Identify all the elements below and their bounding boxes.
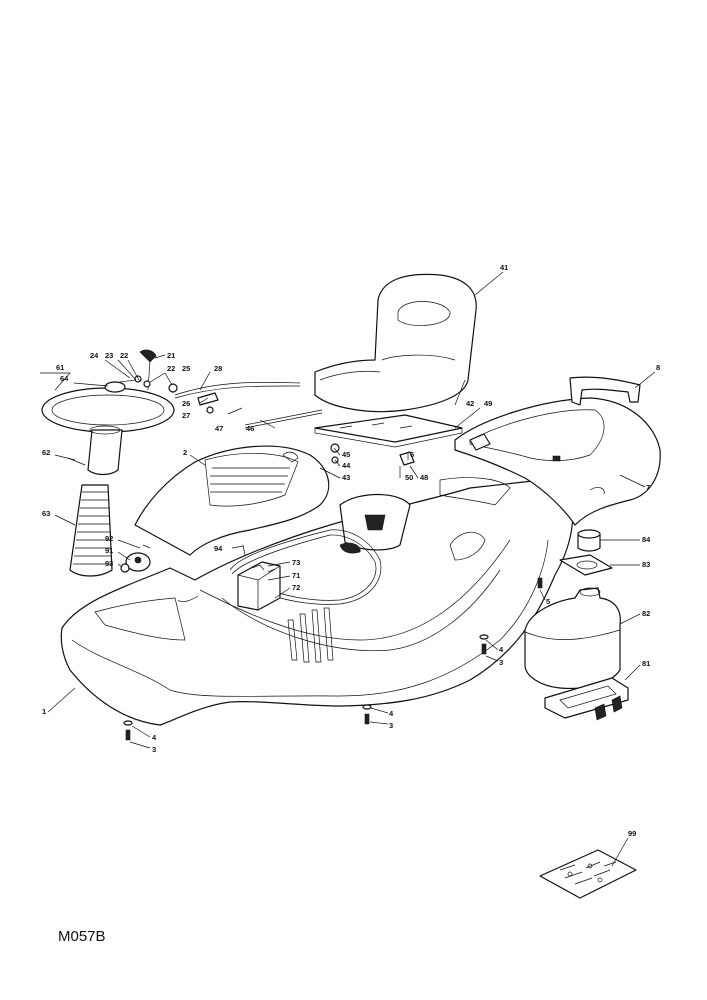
part-label: 26 [182, 399, 190, 408]
part-label: 42 [466, 399, 474, 408]
part-label: 73 [292, 558, 300, 567]
part-label: 48 [420, 473, 428, 482]
part-label: 23 [105, 351, 113, 360]
part-label: 50 [405, 473, 413, 482]
part-label: 44 [342, 461, 351, 470]
part-label: 41 [500, 263, 508, 272]
part-label: 82 [642, 609, 650, 618]
part-number-labels: 41 8 61 64 24 23 22 21 22 25 28 26 27 47… [42, 263, 660, 838]
part-label: 21 [167, 351, 175, 360]
seat-part [314, 273, 477, 413]
part-label: 93 [105, 559, 113, 568]
ignition-switch-part [120, 544, 246, 573]
part-label: 3 [152, 745, 156, 754]
part-label: 61 [56, 363, 64, 372]
part-label: 84 [642, 535, 651, 544]
part-label: 1 [42, 707, 46, 716]
part-label: 7 [646, 483, 650, 492]
part-label: 81 [642, 659, 650, 668]
part-label: 49 [484, 399, 492, 408]
part-label: 5 [546, 597, 550, 606]
part-label: 62 [42, 448, 50, 457]
part-label: 43 [342, 473, 350, 482]
part-label: 83 [642, 560, 650, 569]
fuel-tank-part [524, 587, 621, 690]
tank-bracket-part [544, 677, 629, 721]
part-label: 71 [292, 571, 300, 580]
fastener-parts [123, 577, 543, 741]
part-label: 46 [246, 424, 254, 433]
hardware-kit-bag-part [539, 849, 637, 899]
part-label: 4 [499, 645, 504, 654]
part-label: 8 [656, 363, 660, 372]
part-label: 91 [105, 546, 113, 555]
leader-lines [40, 271, 656, 867]
part-label: 25 [182, 364, 190, 373]
part-label: 63 [42, 509, 50, 518]
part-label: 72 [292, 583, 300, 592]
seat-adjuster-parts [330, 433, 491, 466]
part-label: 28 [214, 364, 222, 373]
body-shell-part [60, 477, 574, 726]
part-label: 27 [182, 411, 190, 420]
part-label: 6 [410, 450, 414, 459]
part-label: 4 [389, 709, 394, 718]
seat-plate-part [314, 414, 463, 448]
part-label: 64 [60, 374, 69, 383]
part-label: 47 [215, 424, 223, 433]
steering-wheel-part [41, 381, 175, 476]
part-label: 99 [628, 829, 636, 838]
rear-handle-part [569, 376, 641, 406]
rear-fender-part [454, 397, 661, 526]
battery-part [237, 561, 281, 611]
part-label: 2 [183, 448, 187, 457]
part-label: 24 [90, 351, 99, 360]
part-label: 3 [499, 658, 503, 667]
part-label: 45 [342, 450, 350, 459]
part-label: 4 [152, 733, 157, 742]
part-label: 22 [120, 351, 128, 360]
drawing-code: M057B [58, 928, 106, 945]
part-label: 94 [214, 544, 223, 553]
part-label: 22 [167, 364, 175, 373]
part-label: 3 [389, 721, 393, 730]
fuel-cap-part [559, 529, 613, 576]
part-label: 92 [105, 534, 113, 543]
throttle-lever-part [119, 349, 323, 429]
